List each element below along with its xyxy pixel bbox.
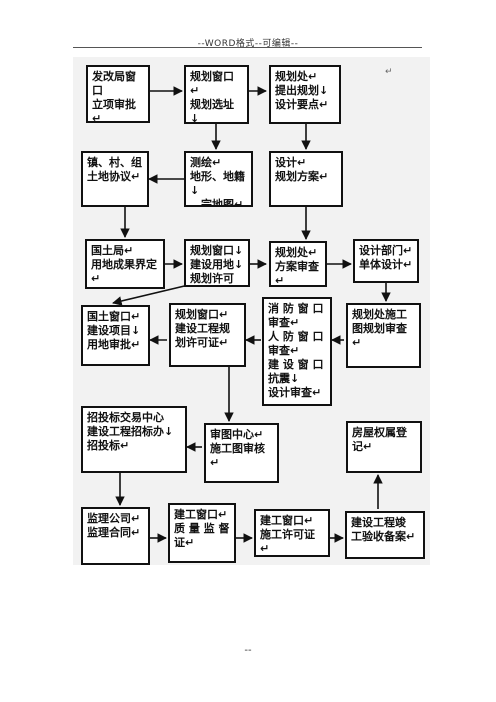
step-development-approval: 发改局窗口 立项审批↵ [86,65,150,123]
step-surveying: 测绘↵ 地形、地籍↓ 、宗地图↵ [184,151,253,207]
step-quality-supervision: 建工窗口↵ 质 量 监 督 证↵ [168,503,236,563]
step-land-use-approval: 国土窗口↵ 建设项目↓ 用地审批↵ [81,305,150,366]
step-property-registration: 房屋权属登 记↵ [346,421,422,473]
page-footer: -- [244,645,252,656]
header-divider [73,47,422,48]
step-supervision-contract: 监理公司↵ 监理合同↵ [81,507,150,565]
flowchart: 发改局窗口 立项审批↵ 规划窗口↵ 规划选址↓ 意见书↵ 规划处↵ 提出规划↓ … [73,57,430,565]
step-land-agreement: 镇、村、组 土地协议↵ [81,151,149,207]
step-completion-acceptance: 建设工程竣 工验收备案↵ [345,511,425,559]
step-planning-scheme: 设计↵ 规划方案↵ [269,151,343,207]
step-fire-civil-defense-review: 消 防 窗 口 审查↵ 人 防 窗 口 审查↵ 建 设 窗 口 抗震↓ 设计审查… [262,297,332,406]
step-construction-permit: 建工窗口↵ 施工许可证↵ [254,509,330,557]
step-bidding-center: 招投标交易中心 建设工程招标办↓ 招投标↵ [81,406,187,473]
step-land-result-definition: 国土局↵ 用地成果界定↵ [85,239,165,289]
step-construction-planning-permit: 规划窗口↵ 建设工程规 划许可证↵ [169,303,246,367]
connector-lines [112,86,391,543]
step-planning-site-selection: 规划窗口↵ 规划选址↓ 意见书↵ [184,65,249,124]
step-unit-design: 设计部门↵ 单体设计↵ [353,239,419,283]
step-drawing-review-center: 审图中心↵ 施工图审核↵ [204,423,279,483]
step-planning-design-points: 规划处↵ 提出规划↓ 设计要点↵ [269,65,341,124]
step-construction-drawing-review: 规划处施工 图规划审查↵ [346,303,421,368]
page-header: --WORD格式--可编辑-- [197,39,299,49]
paragraph-mark: ↵ [385,67,393,77]
step-scheme-review: 规划处↵ 方案审查↵ [269,241,327,287]
line-b8-b11 [112,282,198,306]
